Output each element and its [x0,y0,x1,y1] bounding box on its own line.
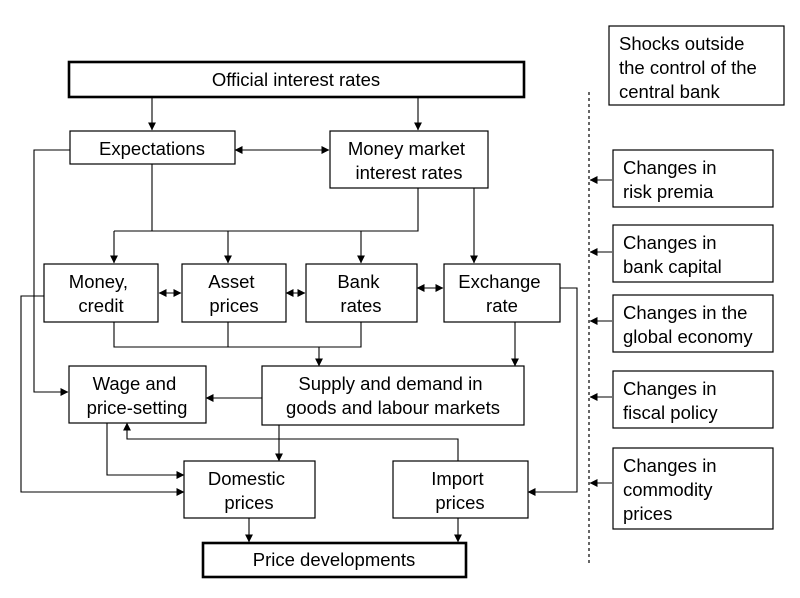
svg-text:Domestic prices: Domestic prices [208,468,290,513]
wage-price-setting-line-2: price-setting [87,397,188,418]
official-interest-rates-node: Official interest rates [67,60,526,99]
shock-risk-premia-line-1: Changes in [623,157,717,178]
line-middle-row-join [113,322,362,348]
supply-demand-node: Supply and demand in goods and labour ma… [261,365,525,426]
money-credit-line-1: Money, [69,271,128,292]
shock-bank-capital-line-2: bank capital [623,256,722,277]
import-prices-line-1: Import [431,468,483,489]
supply-demand-line-1: Supply and demand in [298,373,482,394]
svg-text:Changes in risk premia: Changes in risk premia [623,157,722,202]
price-developments-node: Price developments [201,541,468,579]
svg-text:Shocks outside the contr: Shocks outside the control of the centra… [619,33,762,102]
shocks-header-line-1: Shocks outside [619,33,744,54]
shock-risk-premia-box: Changes in risk premia [612,149,774,208]
shock-commodity-prices-line-2: commodity [623,479,713,500]
expectations-node: Expectations [69,130,236,165]
svg-text:Price developments: Price developments [253,549,415,570]
svg-text:Money market interest ra: Money market interest rates [348,138,470,183]
asset-prices-line-2: prices [209,295,258,316]
official-interest-rates-line-1: Official interest rates [212,69,380,90]
svg-text:Asset prices: Asset prices [208,271,259,316]
shock-global-economy-box: Changes in the global economy [612,294,774,353]
shocks-header-line-3: central bank [619,81,721,102]
svg-text:Expectations: Expectations [99,138,205,159]
asset-prices-line-1: Asset [208,271,254,292]
svg-text:Import prices: Import prices [431,468,489,513]
money-credit-node: Money, credit [43,263,159,323]
shock-bank-capital-line-1: Changes in [623,232,717,253]
money-credit-line-2: credit [78,295,123,316]
shock-commodity-prices-line-3: prices [623,503,672,524]
shock-global-economy-line-1: Changes in the [623,302,747,323]
wage-price-setting-node: Wage and price-setting [68,365,207,424]
arrow-money-credit-to-domestic [20,295,185,496]
bank-rates-node: Bank rates [305,263,418,323]
domestic-prices-node: Domestic prices [183,460,316,519]
wage-price-setting-line-1: Wage and [93,373,177,394]
svg-text:Changes in bank capital: Changes in bank capital [623,232,722,277]
svg-text:Money, credit: Money, credit [69,271,133,316]
shock-bank-capital-box: Changes in bank capital [612,224,774,283]
import-prices-line-2: prices [435,492,484,513]
import-prices-node: Import prices [392,460,529,519]
svg-text:Changes in commodity: Changes in commodity prices [623,455,722,524]
shock-commodity-prices-line-1: Changes in [623,455,717,476]
exchange-rate-node: Exchange rate [443,263,561,323]
money-market-interest-rates-node: Money market interest rates [329,130,489,189]
supply-demand-line-2: goods and labour markets [286,397,500,418]
svg-text:Changes in fiscal policy: Changes in fiscal policy [623,378,722,423]
arrow-exchange-rate-to-import [527,287,578,496]
shock-commodity-prices-box: Changes in commodity prices [612,447,774,530]
exchange-rate-line-1: Exchange [458,271,540,292]
svg-text:Exchange rate: Exchange rate [458,271,545,316]
shock-fiscal-policy-box: Changes in fiscal policy [612,370,774,429]
arrow-expectations-to-wage [33,149,70,396]
shocks-header-line-2: the control of the [619,57,757,78]
svg-text:Bank rates: Bank rates [337,271,384,316]
money-market-line-2: interest rates [356,162,463,183]
svg-text:Supply and demand in goo: Supply and demand in goods and labour ma… [286,373,500,418]
shock-risk-premia-line-2: risk premia [623,181,714,202]
svg-text:Changes in the global ec: Changes in the global economy [623,302,753,347]
shocks-header-box: Shocks outside the control of the centra… [608,25,785,106]
shock-fiscal-policy-line-2: fiscal policy [623,402,718,423]
svg-text:Wage and price-setting: Wage and price-setting [87,373,188,418]
domestic-prices-line-1: Domestic [208,468,285,489]
money-market-line-1: Money market [348,138,465,159]
expectations-line-1: Expectations [99,138,205,159]
connectors [20,92,612,565]
shock-global-economy-line-2: global economy [623,326,753,347]
line-expectations-to-distribution [151,164,419,232]
arrow-import-to-wage [123,422,459,461]
arrow-wage-to-domestic [106,423,185,479]
exchange-rate-line-2: rate [486,295,518,316]
bank-rates-line-1: Bank [337,271,380,292]
bank-rates-line-2: rates [340,295,381,316]
shock-fiscal-policy-line-1: Changes in [623,378,717,399]
price-developments-line-1: Price developments [253,549,415,570]
domestic-prices-line-2: prices [224,492,273,513]
svg-text:Official interest rates: Official interest rates [212,69,380,90]
asset-prices-node: Asset prices [181,263,287,323]
